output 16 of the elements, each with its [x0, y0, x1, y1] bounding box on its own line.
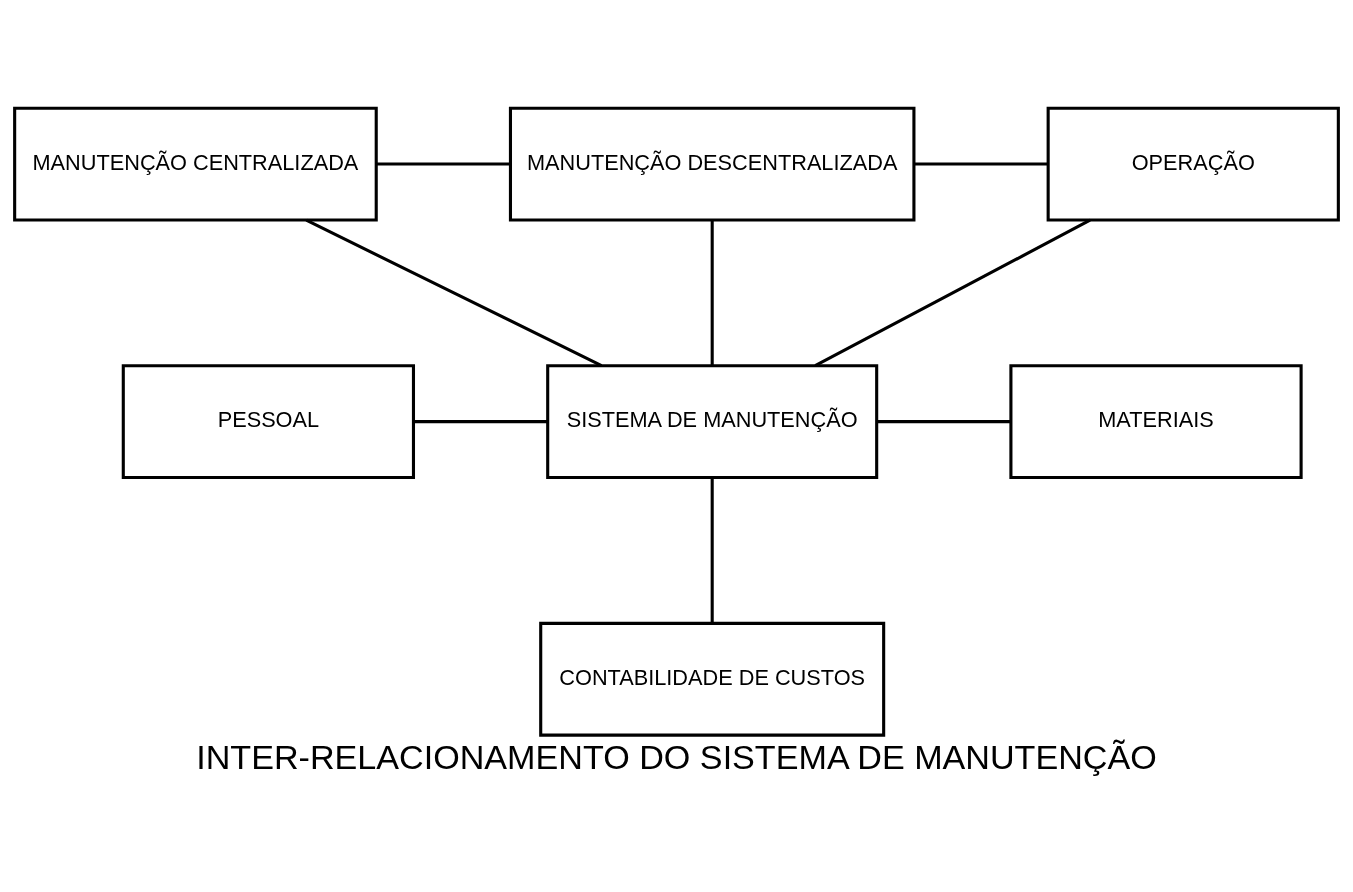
connector	[914, 162, 1048, 166]
diagram-title: INTER-RELACIONAMENTO DO SISTEMA DE MANUTENÇÃO	[196, 737, 1157, 776]
connector	[876, 419, 1011, 423]
node-box: CONTABILIDADE DE CUSTOS	[539, 621, 886, 737]
node-box: OPERAÇÃO	[1046, 106, 1340, 221]
node-box: MATERIAIS	[1009, 363, 1303, 479]
node-box: PESSOAL	[121, 363, 416, 479]
node-box: SISTEMA DE MANUTENÇÃO	[546, 363, 879, 479]
connector	[305, 218, 603, 367]
node-box: MANUTENÇÃO DESCENTRALIZADA	[508, 106, 916, 221]
connector	[814, 218, 1091, 367]
connector	[376, 162, 511, 166]
connector	[710, 477, 714, 623]
connector	[710, 219, 714, 366]
node-box: MANUTENÇÃO CENTRALIZADA	[13, 106, 378, 221]
connector	[413, 419, 548, 423]
